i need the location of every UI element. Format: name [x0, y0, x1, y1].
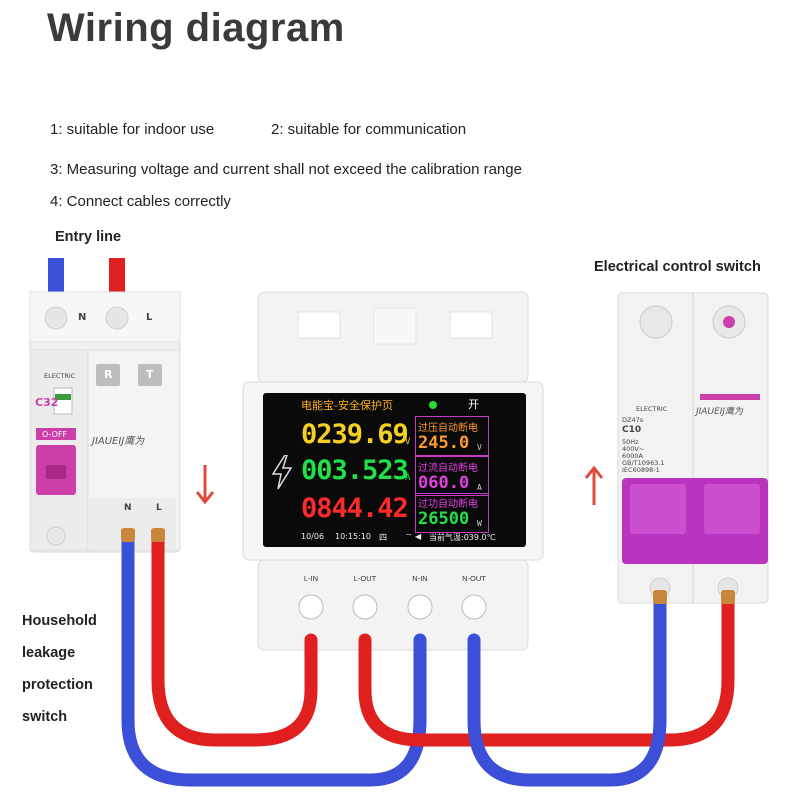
right-breaker-spec-1: 50Hz [622, 438, 639, 446]
wire-neutral-out [467, 593, 667, 787]
power-value: 0844.42 [301, 493, 409, 524]
note-4: 4: Connect cables correctly [50, 193, 231, 210]
current-unit: A [405, 473, 411, 483]
up-arrow-icon [584, 465, 604, 505]
diagram-title: Wiring diagram [47, 6, 345, 50]
screw-icon [105, 306, 129, 330]
terminal-n-in: N-IN [412, 574, 428, 583]
over-voltage-label: 过压自动断电 [418, 423, 478, 434]
over-current-label: 过流自动断电 [418, 463, 478, 474]
over-current-panel [415, 456, 489, 496]
meter-time: 10:15:10 [335, 532, 371, 541]
left-breaker-r: R [104, 368, 113, 381]
status-dot-icon [429, 401, 437, 409]
left-breaker-l: L [146, 312, 153, 323]
meter-temperature: 当前气温:039.0℃ [429, 533, 496, 542]
meter-weekday: 四 [379, 533, 387, 542]
right-breaker-spec-3: 6000A [622, 452, 643, 460]
over-power-value: 26500 [418, 509, 470, 529]
screw-icon [46, 526, 66, 546]
lightning-icon [271, 455, 293, 489]
right-breaker-spec-4: GB/T10963.1 [622, 459, 665, 467]
wires [121, 533, 735, 787]
wifi-icon: ⌔ [405, 532, 413, 541]
test-button-t [138, 364, 162, 386]
household-label-3: protection [22, 677, 93, 693]
wire-neutral-in [121, 533, 427, 787]
left-breaker-bottom-l: L [156, 503, 162, 513]
right-breaker-rating: C10 [622, 425, 642, 435]
over-current-unit: A [477, 483, 482, 492]
speaker-icon: ◀ [415, 532, 422, 541]
entry-line-label: Entry line [55, 229, 122, 245]
meter-switch-state: 开 [468, 398, 479, 411]
down-arrow-icon [195, 465, 215, 505]
right-breaker-spec-5: IEC60898-1 [622, 466, 660, 474]
meter-date: 10/06 [301, 532, 325, 541]
left-breaker-rating: C32 [35, 396, 59, 409]
current-value: 003.523 [301, 455, 409, 486]
left-breaker-logo: JIAUEIJ鹰为 [92, 436, 145, 447]
note-2: 2: suitable for communication [271, 121, 467, 138]
left-breaker-off: O-OFF [42, 430, 68, 439]
wire-live-in [151, 533, 318, 747]
over-voltage-panel [415, 416, 489, 456]
control-switch-label: Electrical control switch [594, 259, 761, 275]
screw-icon [44, 306, 68, 330]
terminal-screw-icon [407, 594, 433, 620]
terminal-screw-icon [298, 594, 324, 620]
left-breaker-bottom-n: N [124, 503, 132, 513]
left-breaker-n: N [78, 312, 87, 323]
right-breaker-model: DZ47s [622, 416, 644, 424]
over-power-panel [415, 493, 489, 533]
terminal-screw-icon [352, 594, 378, 620]
household-label-2: leakage [22, 645, 76, 661]
right-breaker-logo: JIAUEIJ鹰为 [696, 407, 744, 417]
note-1: 1: suitable for indoor use [50, 121, 215, 138]
meter-header: 电能宝-安全保护页 [301, 399, 393, 412]
over-current-value: 060.0 [418, 473, 470, 493]
meter-display: 电能宝-安全保护页 开 0239.69 V 003.523 A 0844.42 … [263, 393, 526, 547]
terminal-screw-icon [461, 594, 487, 620]
voltage-value: 0239.69 [301, 419, 409, 450]
left-breaker-brand: ELECTRIC [44, 372, 76, 380]
right-breaker-brand: ELECTRIC [636, 405, 668, 413]
voltage-unit: V [405, 437, 411, 447]
copper-end [721, 590, 735, 604]
copper-end [121, 528, 135, 542]
terminal-l-in: L-IN [303, 574, 319, 583]
right-breaker-spec-2: 400V~ [622, 445, 645, 453]
household-breaker [29, 291, 181, 553]
copper-end [653, 590, 667, 604]
over-power-label: 过功自动断电 [418, 499, 478, 510]
copper-end [151, 528, 165, 542]
test-button-r [96, 364, 120, 386]
over-power-unit: W [477, 519, 482, 528]
over-voltage-value: 245.0 [418, 433, 470, 453]
household-label-4: switch [22, 709, 68, 725]
terminal-n-out: N-OUT [462, 574, 486, 583]
terminal-l-out: L-OUT [353, 574, 377, 583]
household-label-1: Household [22, 613, 97, 629]
over-voltage-unit: V [477, 443, 482, 452]
screw-icon [639, 305, 673, 339]
wire-live-out [358, 593, 735, 747]
note-3: 3: Measuring voltage and current shall n… [50, 161, 522, 178]
left-breaker-t: T [146, 368, 154, 381]
